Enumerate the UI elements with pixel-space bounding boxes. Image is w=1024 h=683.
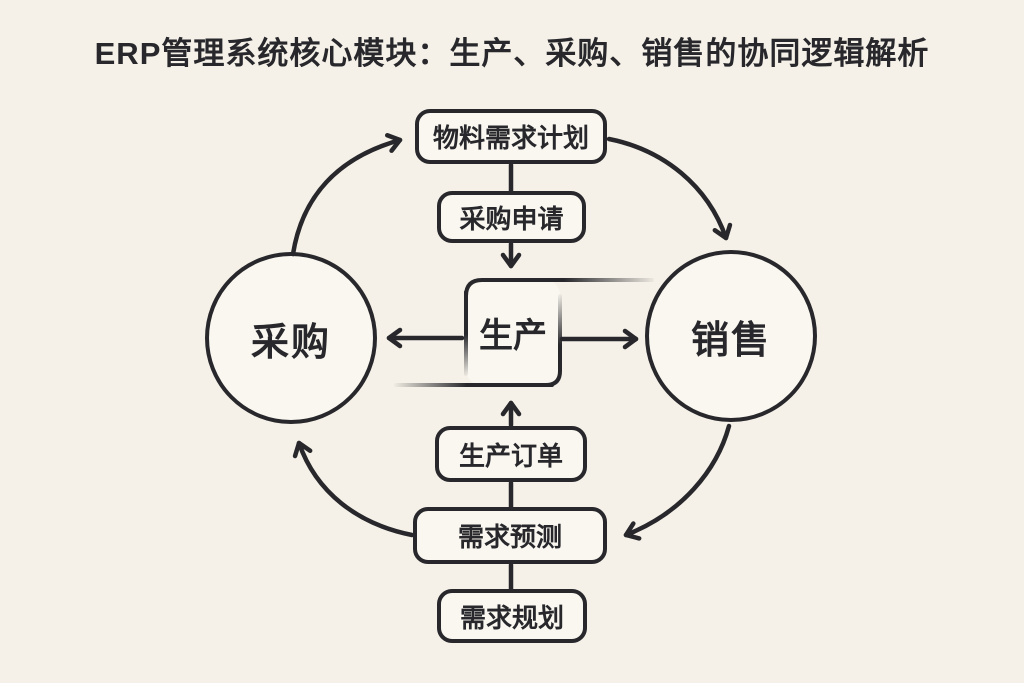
node-demand-planning: 需求规划 xyxy=(437,589,587,643)
edge-demand-forecast-to-procurement xyxy=(292,440,415,538)
node-demand-forecast-label: 需求预测 xyxy=(457,522,562,552)
node-mrp-label: 物料需求计划 xyxy=(432,123,589,153)
node-production: 生产 xyxy=(466,280,560,385)
edge-mrp-to-sales xyxy=(606,136,733,241)
node-demand-forecast: 需求预测 xyxy=(413,507,607,564)
node-sales: 销售 xyxy=(645,250,817,422)
diagram-title: ERP管理系统核心模块：生产、采购、销售的协同逻辑解析 xyxy=(94,36,930,71)
node-purchase-request: 采购申请 xyxy=(437,191,586,243)
node-sales-label: 销售 xyxy=(690,319,771,362)
node-procurement-label: 采购 xyxy=(250,321,331,364)
node-demand-planning-label: 需求规划 xyxy=(459,602,564,633)
node-production-order: 生产订单 xyxy=(435,426,587,482)
edge-procurement-to-mrp xyxy=(290,133,403,257)
edge-sales-to-demand-forecast xyxy=(623,423,732,541)
node-material-requirements-planning: 物料需求计划 xyxy=(415,109,607,164)
node-procurement: 采购 xyxy=(205,252,377,424)
node-production-order-label: 生产订单 xyxy=(458,440,563,471)
node-production-label: 生产 xyxy=(479,317,547,355)
node-purchase-request-label: 采购申请 xyxy=(459,203,564,234)
